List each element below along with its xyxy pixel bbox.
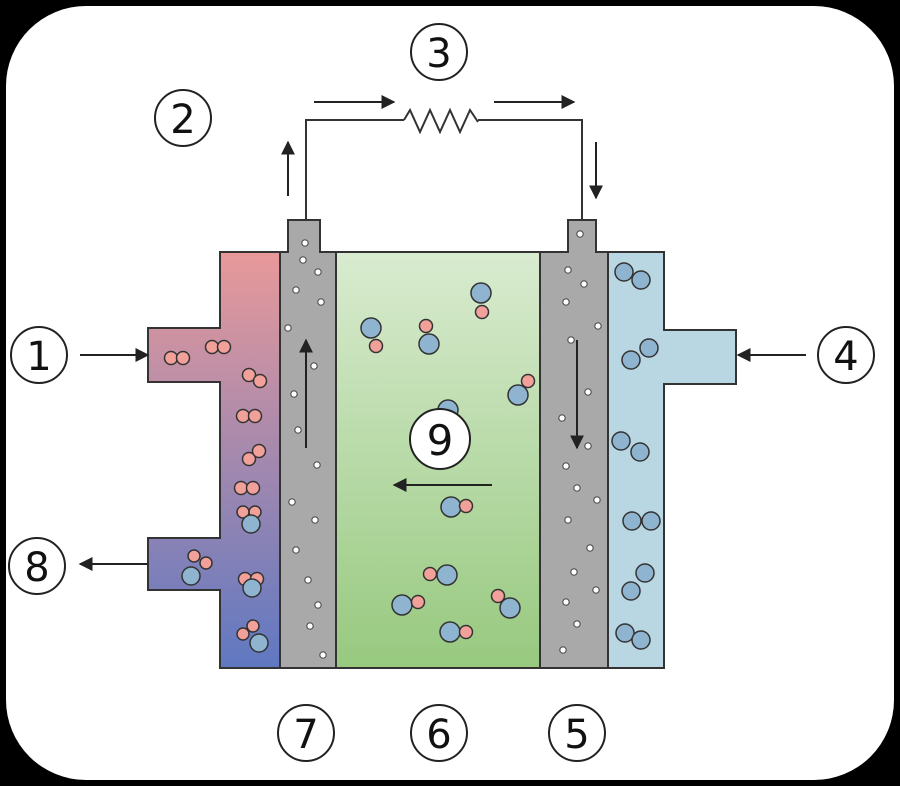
water-molecule-icon bbox=[440, 496, 474, 518]
electron-dot bbox=[592, 586, 600, 594]
label-3-text: 3 bbox=[426, 31, 451, 77]
electron-dot bbox=[594, 322, 602, 330]
electron-dot bbox=[290, 390, 298, 398]
electron-dot bbox=[558, 414, 566, 422]
external-circuit bbox=[305, 107, 583, 220]
callouts: 1 2 3 4 5 6 7 8 bbox=[8, 23, 875, 762]
electron-dot bbox=[570, 568, 578, 576]
electron-dot bbox=[586, 544, 594, 552]
electron-dot bbox=[301, 239, 309, 247]
electron-dot bbox=[292, 286, 300, 294]
electron-dot bbox=[306, 622, 314, 630]
electrons bbox=[284, 230, 602, 659]
electron-arrows bbox=[281, 95, 603, 200]
label-9: 9 bbox=[409, 408, 471, 470]
electron-dot bbox=[319, 651, 327, 659]
electron-dot bbox=[573, 620, 581, 628]
water-molecule-icon bbox=[470, 282, 492, 320]
electron-dot bbox=[562, 462, 570, 470]
circuit-wire-right bbox=[478, 119, 583, 220]
oxygen-chamber bbox=[607, 251, 737, 669]
water-molecule-icon bbox=[360, 317, 384, 354]
label-6: 6 bbox=[410, 704, 468, 762]
electron-dot bbox=[564, 516, 572, 524]
electron-dot bbox=[559, 646, 567, 654]
electron-dot bbox=[314, 268, 322, 276]
label-2: 2 bbox=[154, 89, 212, 147]
label-4: 4 bbox=[817, 326, 875, 384]
water-molecule-icon bbox=[490, 588, 521, 619]
electron-dot bbox=[294, 426, 302, 434]
label-1-text: 1 bbox=[26, 334, 51, 380]
electron-dot bbox=[292, 546, 300, 554]
label-9-text: 9 bbox=[427, 416, 454, 465]
o2-molecule-icon bbox=[611, 262, 661, 650]
electron-dot bbox=[584, 388, 592, 396]
water-molecule-icon bbox=[242, 578, 262, 598]
water-molecule-icon bbox=[439, 621, 474, 643]
electron-dot bbox=[299, 256, 307, 264]
water-molecule-icon bbox=[507, 373, 536, 406]
electron-dot bbox=[304, 576, 312, 584]
water-molecule-icon bbox=[236, 505, 262, 534]
label-7: 7 bbox=[277, 704, 335, 762]
electron-dot bbox=[310, 362, 318, 370]
electron-dot bbox=[593, 496, 601, 504]
electron-dot bbox=[564, 266, 572, 274]
label-7-text: 7 bbox=[293, 712, 318, 758]
cathode bbox=[539, 219, 609, 669]
electron-dot bbox=[317, 298, 325, 306]
label-6-text: 6 bbox=[426, 712, 451, 758]
water-molecule-icon bbox=[418, 318, 440, 355]
water-molecule-icon bbox=[422, 564, 458, 586]
electron-dot bbox=[314, 601, 322, 609]
label-1: 1 bbox=[10, 326, 68, 384]
electron-dot bbox=[311, 516, 319, 524]
gas-flow-arrows bbox=[78, 348, 806, 571]
h2-molecule-icon bbox=[163, 339, 268, 587]
electron-dot bbox=[580, 280, 588, 288]
molecules bbox=[163, 262, 661, 653]
electron-dot bbox=[576, 230, 584, 238]
label-4-text: 4 bbox=[833, 334, 858, 380]
electron-dot bbox=[288, 498, 296, 506]
label-2-text: 2 bbox=[170, 97, 195, 143]
water-molecule-icon bbox=[181, 549, 213, 586]
electron-dot bbox=[562, 298, 570, 306]
water-molecule-icon bbox=[236, 619, 269, 653]
electron-dot bbox=[567, 336, 575, 344]
label-5-text: 5 bbox=[564, 712, 589, 758]
electron-dot bbox=[584, 442, 592, 450]
internal-arrows bbox=[299, 338, 584, 492]
label-8: 8 bbox=[8, 537, 66, 595]
label-8-text: 8 bbox=[24, 545, 49, 591]
electron-dot bbox=[573, 484, 581, 492]
circuit-wire-left bbox=[305, 119, 404, 220]
resistor-icon bbox=[403, 107, 479, 135]
electron-dot bbox=[562, 598, 570, 606]
label-5: 5 bbox=[548, 704, 606, 762]
electron-dot bbox=[284, 324, 292, 332]
label-3: 3 bbox=[410, 23, 468, 81]
electron-dot bbox=[313, 461, 321, 469]
anode bbox=[279, 219, 337, 669]
water-molecule-icon bbox=[391, 594, 426, 616]
